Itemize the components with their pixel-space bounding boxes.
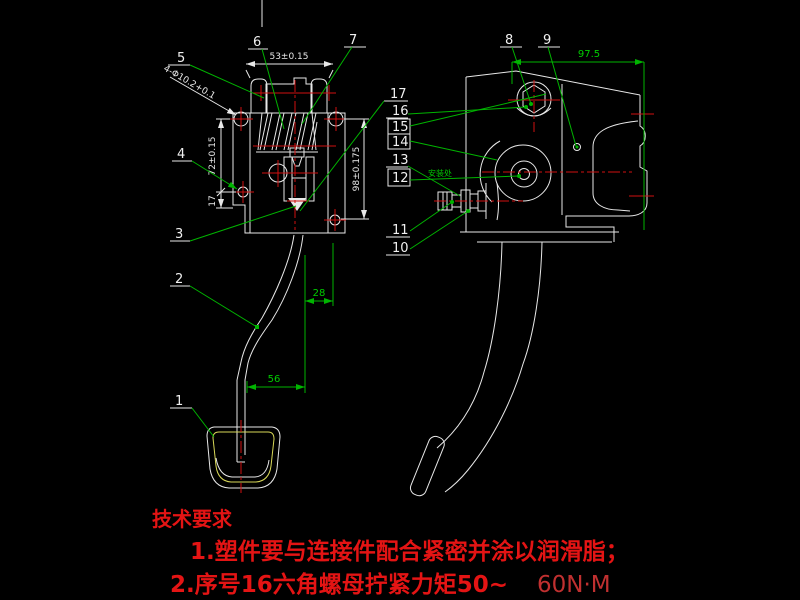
dim-height-left: 72±0.15 (208, 136, 218, 175)
item-number-stack: 17 16 15 14 13 12 11 10 (384, 87, 411, 256)
datum-point-circle (573, 143, 581, 151)
stack-leaders (299, 93, 547, 250)
dim-side-width: 97.5 (578, 49, 600, 60)
dim-holes-note: 4-Φ10.2+0.1 (162, 64, 217, 102)
dim-offset-upper: 28 (313, 288, 326, 299)
balloon-8: 8 (505, 33, 513, 48)
tech-req-item2-suffix: 60N·M (537, 572, 611, 598)
tech-req-item2: 2.序号16六角螺母拧紧力矩50~ (170, 571, 508, 598)
pedal-arm-front (236, 234, 304, 463)
front-dimensions-green: 28 56 (246, 243, 334, 393)
front-bracket-plate (232, 77, 346, 234)
dim-offset-lower: 56 (268, 374, 281, 385)
technical-requirements: 技术要求 1.塑件要与连接件配合紧密并涂以润滑脂； 2.序号16六角螺母拧紧力矩… (152, 507, 629, 598)
balloon-7: 7 (349, 33, 357, 48)
front-dimensions-white: 53±0.15 72±0.15 17 98±0.175 4-Φ10.2+0.1 (162, 52, 369, 220)
mount-annotation: 安装处 (428, 168, 452, 178)
clevis-and-pin (283, 147, 315, 211)
balloon-2: 2 (175, 272, 183, 287)
balloon-9: 9 (543, 33, 551, 48)
side-balloons: 8 9 (500, 33, 579, 149)
spring (256, 112, 318, 153)
side-bracket (460, 70, 648, 243)
stack-16: 16 (392, 104, 409, 119)
dim-height-right: 98±0.175 (352, 147, 362, 192)
stack-15: 15 (392, 120, 409, 135)
front-view: 53±0.15 72±0.15 17 98±0.175 4-Φ10.2+0.1 … (162, 0, 369, 493)
side-view: 97.5 8 9 17 16 15 14 13 12 11 (299, 33, 654, 497)
tech-req-item1: 1.塑件要与连接件配合紧密并涂以润滑脂； (190, 538, 629, 565)
stack-12: 12 (392, 171, 409, 186)
balloon-3: 3 (175, 227, 183, 242)
pedal-arm-side (436, 241, 543, 493)
stack-13: 13 (392, 153, 409, 168)
side-centerlines (434, 80, 654, 202)
balloon-5: 5 (177, 51, 185, 66)
pedal-pad-side (409, 435, 445, 497)
balloon-4: 4 (177, 147, 185, 162)
stack-10: 10 (392, 241, 409, 256)
stack-11: 11 (392, 223, 409, 238)
pivot-boss (479, 140, 552, 221)
pedal-pad-front (206, 426, 281, 489)
stack-17: 17 (390, 87, 407, 102)
balloon-6: 6 (253, 35, 261, 50)
dim-width-top: 53±0.15 (269, 52, 308, 62)
dim-height-left2: 17 (208, 195, 218, 206)
balloon-1: 1 (175, 394, 183, 409)
side-dimension: 97.5 (511, 49, 645, 230)
front-balloons: 5 6 7 4 3 2 1 (168, 33, 366, 438)
stack-14: 14 (392, 135, 409, 150)
tech-req-title: 技术要求 (152, 507, 233, 531)
